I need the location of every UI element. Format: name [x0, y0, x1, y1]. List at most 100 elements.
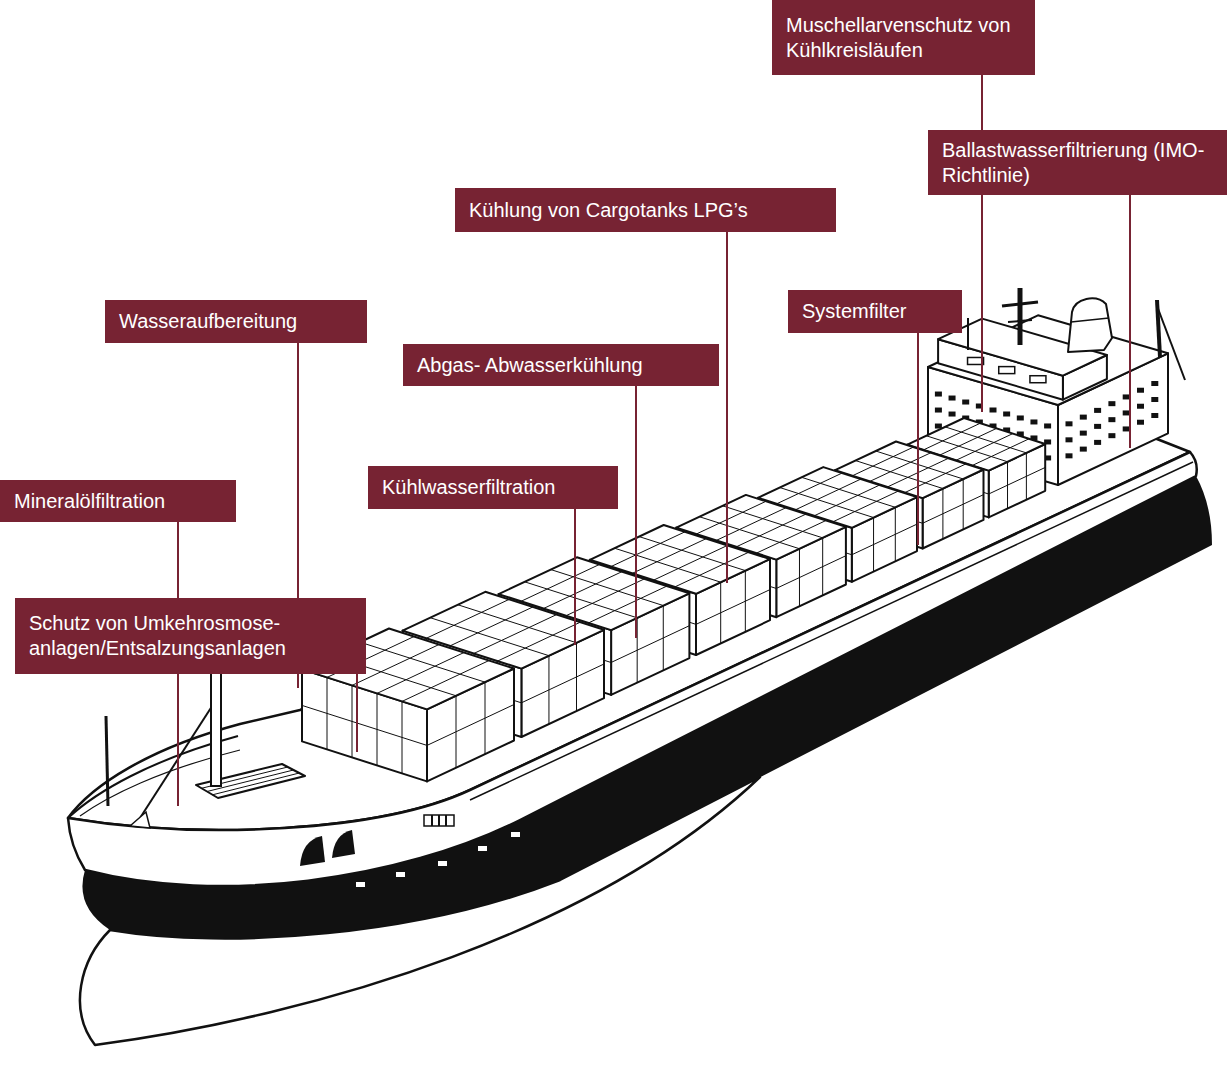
container-seam	[924, 423, 981, 450]
window	[1094, 424, 1101, 429]
callout-box: Wasseraufbereitung	[105, 300, 367, 343]
hull-port	[438, 861, 447, 866]
hawse-opening	[332, 830, 355, 858]
window	[1080, 415, 1087, 420]
container-seam	[551, 570, 664, 606]
window	[1123, 426, 1130, 431]
container-seam	[870, 453, 931, 482]
window	[1094, 440, 1101, 445]
container-seam	[802, 477, 896, 507]
window	[1108, 433, 1115, 438]
hatch-line	[213, 773, 300, 795]
container-seam	[360, 642, 485, 682]
window	[1137, 388, 1144, 393]
hull-port	[396, 872, 405, 877]
container-seam	[776, 556, 846, 589]
container-seam	[566, 579, 644, 616]
leader-line	[981, 75, 983, 412]
container-seam	[905, 464, 966, 493]
window	[1030, 419, 1037, 424]
leader-line	[726, 232, 728, 583]
callout-text: Mineralölfiltration	[14, 489, 222, 514]
container-seam	[923, 495, 984, 524]
callout-text: Wasseraufbereitung	[119, 309, 353, 334]
funnel	[1068, 298, 1112, 352]
callout-box: Schutz von Umkehrosmose- anlagen/Entsalz…	[15, 598, 366, 674]
window	[1108, 417, 1115, 422]
callout-text: Abgas- Abwasserkühlung	[417, 353, 705, 378]
container-seam	[736, 514, 806, 547]
container-seam	[723, 506, 823, 538]
callout-text: Kühlung von Cargotanks LPG’s	[469, 198, 822, 223]
container-seam	[945, 427, 1026, 453]
window	[962, 400, 969, 405]
hawse-opening	[300, 836, 325, 866]
funnel-band	[1071, 318, 1109, 322]
window	[1151, 381, 1158, 386]
container-seam	[521, 664, 604, 703]
hull-port	[478, 846, 487, 851]
jack-staff	[106, 716, 108, 806]
callout-box: Kühlung von Cargotanks LPG’s	[455, 188, 836, 232]
container-seam	[302, 705, 427, 745]
boom-foot	[130, 812, 150, 828]
container-seam	[611, 626, 689, 663]
deck-fitting-bar	[431, 815, 433, 826]
window	[1151, 397, 1158, 402]
window	[935, 392, 942, 397]
window	[1137, 420, 1144, 425]
container-seam	[474, 615, 557, 654]
container-seam	[426, 599, 509, 638]
hull-port	[511, 832, 520, 837]
container-seam	[639, 537, 745, 571]
mast-yard	[1002, 302, 1038, 306]
window	[1066, 437, 1073, 442]
container-seam	[940, 428, 997, 455]
container-seam	[458, 605, 577, 643]
antenna	[967, 318, 969, 350]
window	[1123, 394, 1130, 399]
container-seam	[852, 524, 917, 555]
container-seam	[544, 572, 622, 609]
window	[1066, 453, 1073, 458]
window	[935, 408, 942, 413]
callout-box: Ballastwasserfiltrierung (IMO-Richtlinie…	[928, 130, 1227, 195]
deck-fitting	[424, 815, 454, 826]
callout-box: Abgas- Abwasserkühlung	[403, 344, 719, 386]
window	[949, 412, 956, 417]
leader-line	[635, 386, 637, 638]
deck-fitting-bar	[445, 815, 447, 826]
window	[1108, 401, 1115, 406]
container-seam	[632, 539, 706, 574]
window	[949, 396, 956, 401]
container-seam	[352, 685, 353, 757]
container-seam	[989, 467, 1046, 494]
callout-box: Kühlwasserfiltration	[368, 466, 618, 509]
callout-box: Systemfilter	[788, 290, 962, 333]
deckhouse-face	[928, 315, 1168, 405]
container-seam	[402, 661, 489, 702]
deck-fitting-bar	[438, 815, 440, 826]
window	[1066, 421, 1073, 426]
mast	[1018, 288, 1023, 345]
window	[1094, 408, 1101, 413]
container-seam	[402, 701, 403, 773]
leader-line	[1129, 195, 1131, 448]
container-seam	[956, 434, 1013, 461]
container-seam	[853, 447, 914, 476]
stern-derrick-boom	[1157, 306, 1185, 380]
window	[1003, 411, 1010, 416]
window	[1017, 415, 1024, 420]
window	[990, 408, 997, 413]
mast-yard	[1008, 320, 1032, 322]
container-seam	[972, 439, 1029, 466]
window	[1080, 431, 1087, 436]
container-seam	[777, 473, 842, 504]
container-seam	[876, 451, 964, 479]
container-seam	[675, 552, 749, 587]
window	[1080, 447, 1087, 452]
container-seam	[450, 607, 533, 646]
container-seam	[756, 521, 826, 554]
